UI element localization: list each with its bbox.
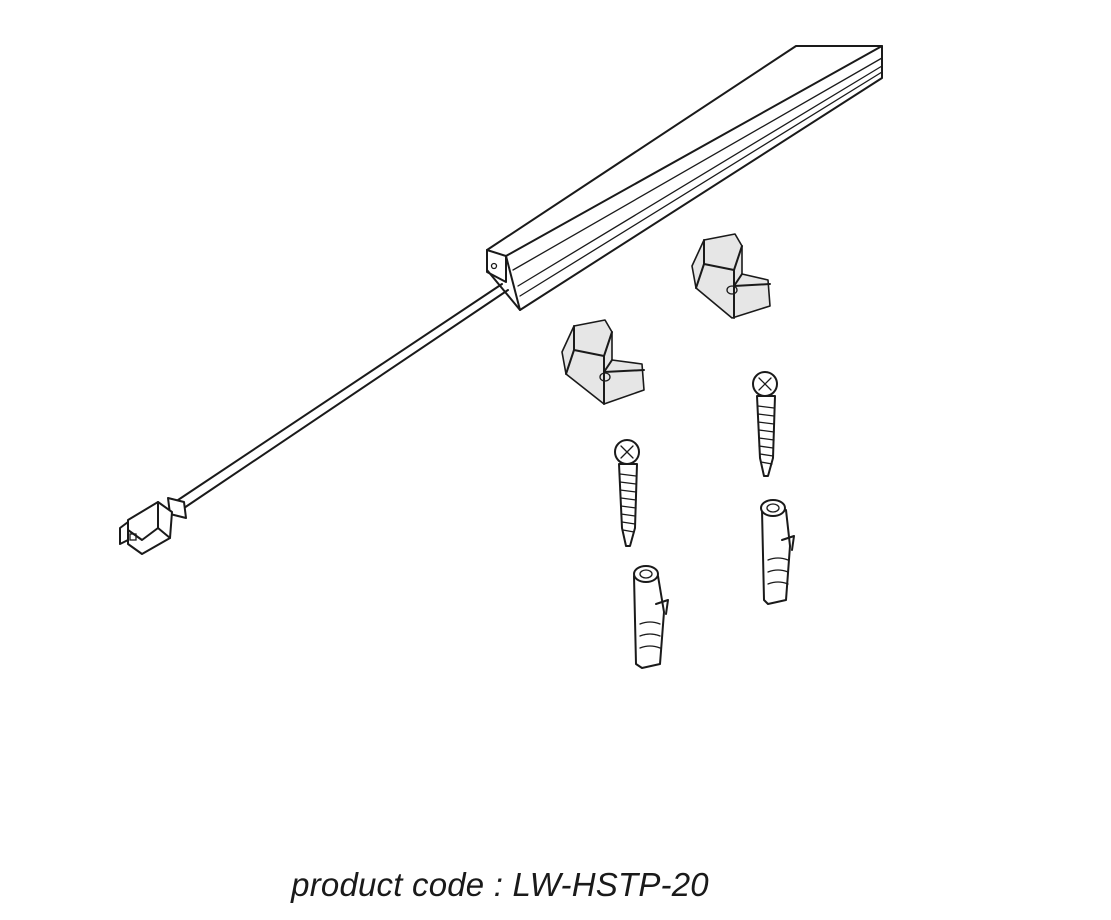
screw xyxy=(614,439,640,547)
mounting-clip xyxy=(561,319,645,405)
wall-plug xyxy=(760,499,795,605)
power-cable xyxy=(177,283,509,509)
wall-plug xyxy=(633,565,669,669)
product-code-caption: product code : LW-HSTP-20 xyxy=(291,866,709,903)
mounting-clip xyxy=(691,233,771,319)
screw xyxy=(752,371,778,477)
aluminium-profile xyxy=(486,45,883,311)
cable-connector xyxy=(119,497,187,555)
